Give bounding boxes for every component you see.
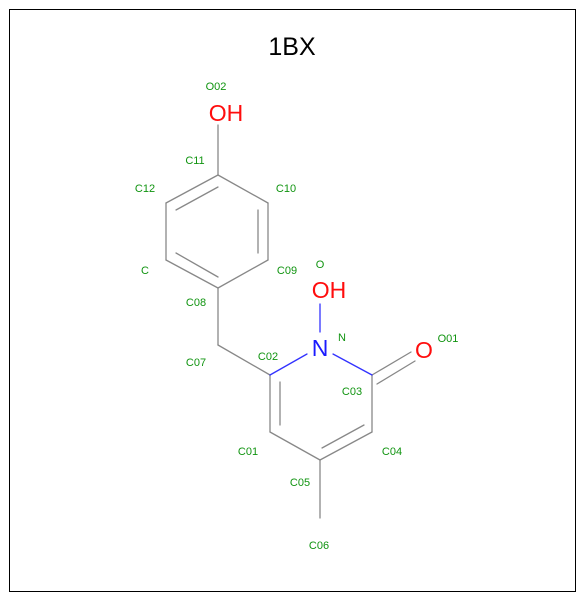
bond-c01-c05 xyxy=(269,431,321,461)
bond-n-c03 xyxy=(332,353,373,376)
atom-label-c06: C06 xyxy=(309,540,329,552)
nitrogen-label: N xyxy=(312,335,329,361)
atom-label-c01: C01 xyxy=(238,446,258,458)
carbonyl-oxygen-label: O xyxy=(415,337,433,363)
bond-c05-c04 xyxy=(319,431,373,461)
bond-c08-c xyxy=(165,259,219,289)
atom-label-c07: C07 xyxy=(186,357,206,369)
bond-c11-c12-inner xyxy=(175,186,219,211)
structure-frame xyxy=(9,9,576,592)
bond-c05-c04-inner xyxy=(321,424,365,449)
bond-c03-o01-double xyxy=(376,360,416,385)
atom-name-labels: O02 C11 C12 C10 C C09 O C08 N O01 C07 C0… xyxy=(135,81,458,552)
nitrogen-bond-set xyxy=(269,303,373,376)
atom-label-c12: C12 xyxy=(135,183,155,195)
n-hydroxyl-label: OH xyxy=(312,277,347,303)
molecule-title: 1BX xyxy=(268,33,316,61)
bond-c03-o01 xyxy=(371,351,412,376)
atom-label-c08: C08 xyxy=(186,297,206,309)
atom-label-o: O xyxy=(316,259,325,271)
bond-set xyxy=(165,124,416,519)
bond-c08-c-inner xyxy=(175,252,219,278)
atom-label-o02: O02 xyxy=(206,81,227,93)
bond-c11-c10 xyxy=(217,174,269,204)
atom-label-o01: O01 xyxy=(438,333,459,345)
bond-c07-c02 xyxy=(217,344,271,376)
atom-label-n: N xyxy=(338,332,346,344)
atom-label-c09: C09 xyxy=(277,265,297,277)
bond-c12-c11 xyxy=(165,174,219,204)
atom-label-c10: C10 xyxy=(276,183,296,195)
atom-label-c03: C03 xyxy=(342,386,362,398)
hydroxyl-top-label: OH xyxy=(209,100,244,126)
atom-label-c05: C05 xyxy=(290,477,310,489)
bond-c09-c08 xyxy=(217,259,269,289)
atom-label-c02: C02 xyxy=(258,351,278,363)
atom-label-c11: C11 xyxy=(185,155,204,167)
atom-label-c: C xyxy=(141,265,149,277)
atom-label-c04: C04 xyxy=(382,446,402,458)
bond-c02-n xyxy=(269,353,308,376)
